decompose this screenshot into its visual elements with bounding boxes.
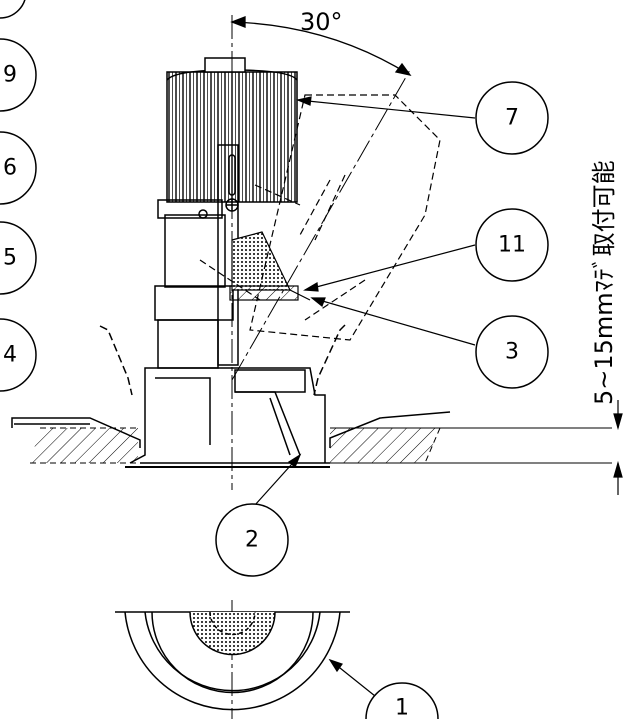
plan-view: [115, 611, 350, 711]
ceiling-thickness-dimension: [613, 400, 623, 495]
callout-1: 1: [365, 682, 439, 724]
dimension-label: 5~15mmﾏﾃﾞ取付可能: [590, 160, 618, 405]
callout-6: 6: [0, 131, 37, 205]
callout-6-label: 6: [3, 156, 17, 181]
callout-5: 5: [0, 221, 37, 295]
callout-4: 4: [0, 318, 37, 392]
inner-cone: [234, 369, 306, 456]
callout-11: 11: [475, 208, 549, 282]
callout-9-label: 9: [3, 63, 17, 88]
tilted-position-outline: [199, 94, 441, 341]
callout-top-partial: [0, 0, 26, 19]
callout-5-label: 5: [3, 246, 17, 271]
callout-2: 2: [215, 503, 289, 577]
callout-1-label: 1: [395, 696, 409, 720]
callout-3-label: 3: [505, 340, 519, 365]
reflector: [229, 231, 311, 301]
callout-11-label: 11: [498, 233, 526, 258]
angle-dimension: [230, 16, 412, 76]
leader-lines: [254, 96, 476, 701]
angle-label: 30°: [300, 8, 343, 36]
callout-4-label: 4: [3, 343, 17, 368]
callout-7: 7: [475, 81, 549, 155]
callout-7-label: 7: [505, 106, 519, 131]
spring-clips: [11, 324, 451, 448]
callout-9: 9: [0, 38, 37, 112]
callout-2-label: 2: [245, 528, 259, 553]
callout-3: 3: [475, 315, 549, 389]
ceiling-section: [30, 427, 612, 464]
